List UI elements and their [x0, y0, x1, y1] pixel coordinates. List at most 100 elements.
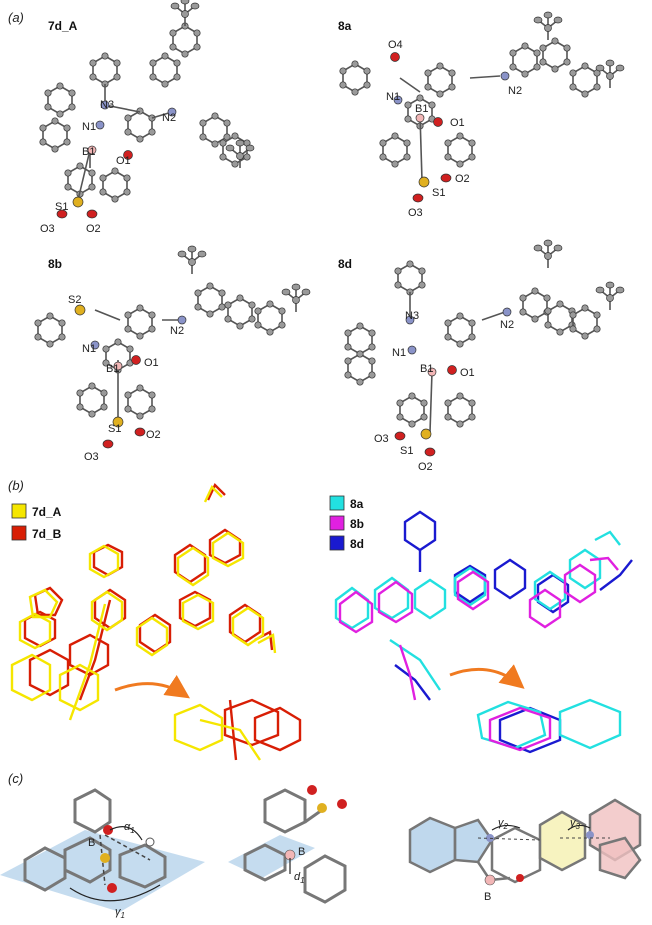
atom-label: N1: [82, 343, 96, 355]
ring: [38, 117, 72, 153]
ring: [43, 82, 77, 118]
legend-label: 7d_A: [32, 505, 62, 519]
geometry-d1: B d1: [228, 785, 347, 904]
legend-swatch: [329, 515, 345, 531]
ring: [378, 132, 412, 168]
tbu-group: [177, 245, 207, 275]
ring: [443, 391, 477, 429]
geometry-alpha-gamma: B α1 γ1: [0, 788, 205, 920]
legend-label: 7d_B: [32, 527, 62, 541]
ring: [194, 281, 226, 319]
atom-label: O3: [408, 207, 423, 219]
atom-label: N2: [162, 112, 176, 124]
ring: [443, 311, 477, 349]
orange-arrow: [114, 675, 190, 699]
atom-label: O3: [84, 451, 99, 463]
tbu-group: [533, 11, 563, 41]
atom-label: O3: [40, 223, 55, 235]
tbu-group: [281, 283, 311, 313]
molecular-plane: [0, 830, 205, 912]
molecular-plane: [228, 835, 315, 878]
compound-label-8b: 8b: [48, 257, 62, 271]
atom-label: O1: [460, 367, 475, 379]
boron-label: B: [484, 891, 491, 903]
ring: [169, 21, 201, 59]
structure-8b: 8b S2 N2 N1 B1 O1 O2 S1 O3: [33, 245, 311, 463]
atom-label: B1: [420, 363, 433, 375]
atom-label: O1: [144, 357, 159, 369]
tbu-group: [170, 0, 200, 27]
atom-label: O4: [388, 39, 403, 51]
atom-label: N1: [82, 121, 96, 133]
ring: [124, 383, 156, 421]
atom-label: N3: [100, 99, 114, 111]
tbu-group: [533, 239, 563, 269]
structure-8a: 8a O4 N1 B1 N2 O1 O2 S1 O3: [338, 11, 625, 219]
alpha-1-label: α1: [124, 821, 135, 835]
atom-label: O2: [86, 223, 101, 235]
legend-label: 8a: [350, 497, 364, 511]
ring: [224, 293, 256, 331]
atom-label: N3: [405, 310, 419, 322]
gamma-1-label: γ1: [115, 906, 125, 920]
ring: [254, 299, 287, 337]
orange-arrow: [449, 664, 525, 689]
geometry-gamma-2-3: γ2 γ3 B: [408, 798, 642, 903]
atom-label: O2: [418, 461, 433, 473]
compound-label-7d-a: 7d_A: [48, 19, 78, 33]
overlay-7d-side: [173, 698, 302, 761]
tbu-group: [595, 281, 625, 311]
atom-label: B1: [106, 363, 119, 375]
atom-label: B1: [415, 103, 428, 115]
legend-swatch: [11, 503, 27, 519]
ring: [124, 107, 156, 143]
gamma-3-label: γ3: [570, 817, 581, 831]
d-1-label: d1: [294, 871, 305, 885]
legend-swatch: [329, 495, 345, 511]
atom-label: N1: [392, 347, 406, 359]
ring: [395, 391, 429, 429]
ring: [518, 286, 552, 324]
legend-label: 8b: [350, 517, 364, 531]
atom-label: S1: [108, 423, 121, 435]
atom-label: N2: [500, 319, 514, 331]
atom-label: O1: [450, 117, 465, 129]
legend-swatch: [329, 535, 345, 551]
ring: [508, 41, 542, 78]
atom-label: O2: [455, 173, 470, 185]
panel-label-b: (b): [8, 478, 24, 493]
legend-swatch: [11, 525, 27, 541]
ring: [443, 132, 477, 168]
atom-label: N1: [386, 91, 400, 103]
legend-label: 8d: [350, 537, 364, 551]
ring: [423, 61, 457, 98]
structure-7d-a: 7d_A N3 N1 N2 B1 O1 S1 O3 O2: [38, 0, 255, 235]
ring: [343, 349, 377, 387]
ring: [124, 303, 156, 341]
atom-label: O2: [146, 429, 161, 441]
atom-label: N2: [170, 325, 184, 337]
atom-label: S1: [432, 187, 445, 199]
panel-label-c: (c): [8, 771, 23, 786]
atom-label: S2: [68, 294, 81, 306]
legend-left: 7d_A 7d_B: [11, 503, 62, 541]
atom-label: S1: [400, 445, 413, 457]
atom-label: O1: [116, 155, 131, 167]
gamma-2-label: γ2: [498, 817, 509, 831]
ring: [338, 59, 372, 96]
atom-label: B1: [82, 146, 95, 158]
ring: [33, 311, 67, 349]
compound-label-8d: 8d: [338, 257, 352, 271]
ring: [89, 51, 122, 88]
ring: [149, 51, 181, 88]
boron-label: B: [298, 846, 305, 858]
atom-label: O3: [374, 433, 389, 445]
panel-label-a: (a): [8, 10, 24, 25]
ring: [76, 381, 109, 419]
overlay-7d: [10, 482, 277, 721]
ring: [568, 61, 602, 98]
structure-8d: 8d N3 N2 N1 B1 O1 O3 S1 O2: [338, 239, 625, 473]
ring: [393, 259, 427, 297]
boron-label: B: [88, 837, 95, 849]
